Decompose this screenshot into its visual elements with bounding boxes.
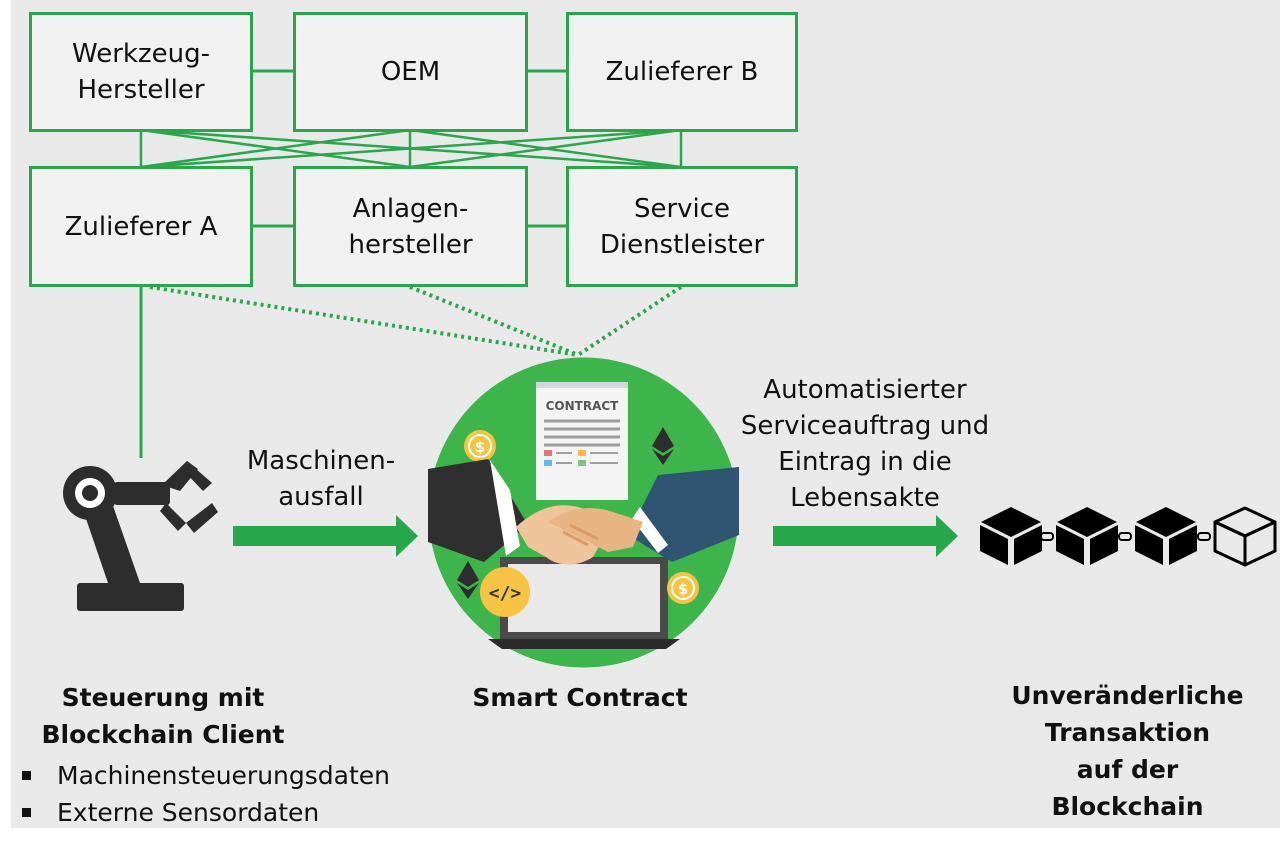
contract-document-icon: CONTRACT: [536, 382, 628, 500]
box-zulieferer-b: Zulieferer B: [566, 12, 798, 132]
blockchain-block-icon: [1135, 507, 1197, 565]
caption-smart-contract: Smart Contract: [472, 683, 688, 712]
caption-steuerung: Steuerung mit Blockchain Client: [41, 683, 285, 749]
box-werkzeug-hersteller: Werkzeug- Hersteller: [29, 12, 253, 132]
contract-title: CONTRACT: [546, 399, 620, 413]
box-oem: OEM: [293, 12, 528, 132]
steuerung-bullet-list: Machinensteuerungsdaten Externe Sensorda…: [22, 757, 390, 831]
box-anlagenhersteller: Anlagen- hersteller: [293, 166, 528, 287]
label-maschinenausfall: Maschinen- ausfall: [246, 446, 396, 512]
bullet-item: Machinensteuerungsdaten: [22, 757, 390, 794]
blockchain-icon: [980, 506, 1277, 567]
blockchain-block-outline-icon: [1213, 506, 1277, 567]
blockchain-block-icon: [980, 507, 1042, 565]
caption-transaktion: Unveränderliche Transaktion auf der Bloc…: [1011, 681, 1244, 821]
arrow-serviceauftrag: [773, 515, 958, 557]
blockchain-block-icon: [1056, 507, 1118, 565]
bullet-item: Externe Sensordaten: [22, 794, 390, 831]
coin-icon: $: [667, 572, 699, 604]
robot-arm-icon: [63, 461, 218, 611]
coin-icon: $: [464, 430, 496, 462]
ethereum-icon: [652, 427, 674, 465]
coin-symbol: $: [475, 438, 485, 456]
code-badge-text: </>: [489, 583, 522, 604]
code-icon: </>: [480, 567, 530, 617]
box-zulieferer-a: Zulieferer A: [29, 166, 253, 287]
ethereum-icon: [457, 561, 479, 599]
smart-contract-icon: CONTRACT $ $ </>: [428, 357, 739, 668]
box-service-dienstleister: Service Dienstleister: [566, 166, 798, 287]
handshake-icon: [428, 459, 739, 565]
coin-symbol: $: [678, 580, 688, 598]
label-serviceauftrag: Automatisierter Serviceauftrag und Eintr…: [740, 375, 990, 513]
arrow-maschinenausfall: [233, 515, 418, 557]
